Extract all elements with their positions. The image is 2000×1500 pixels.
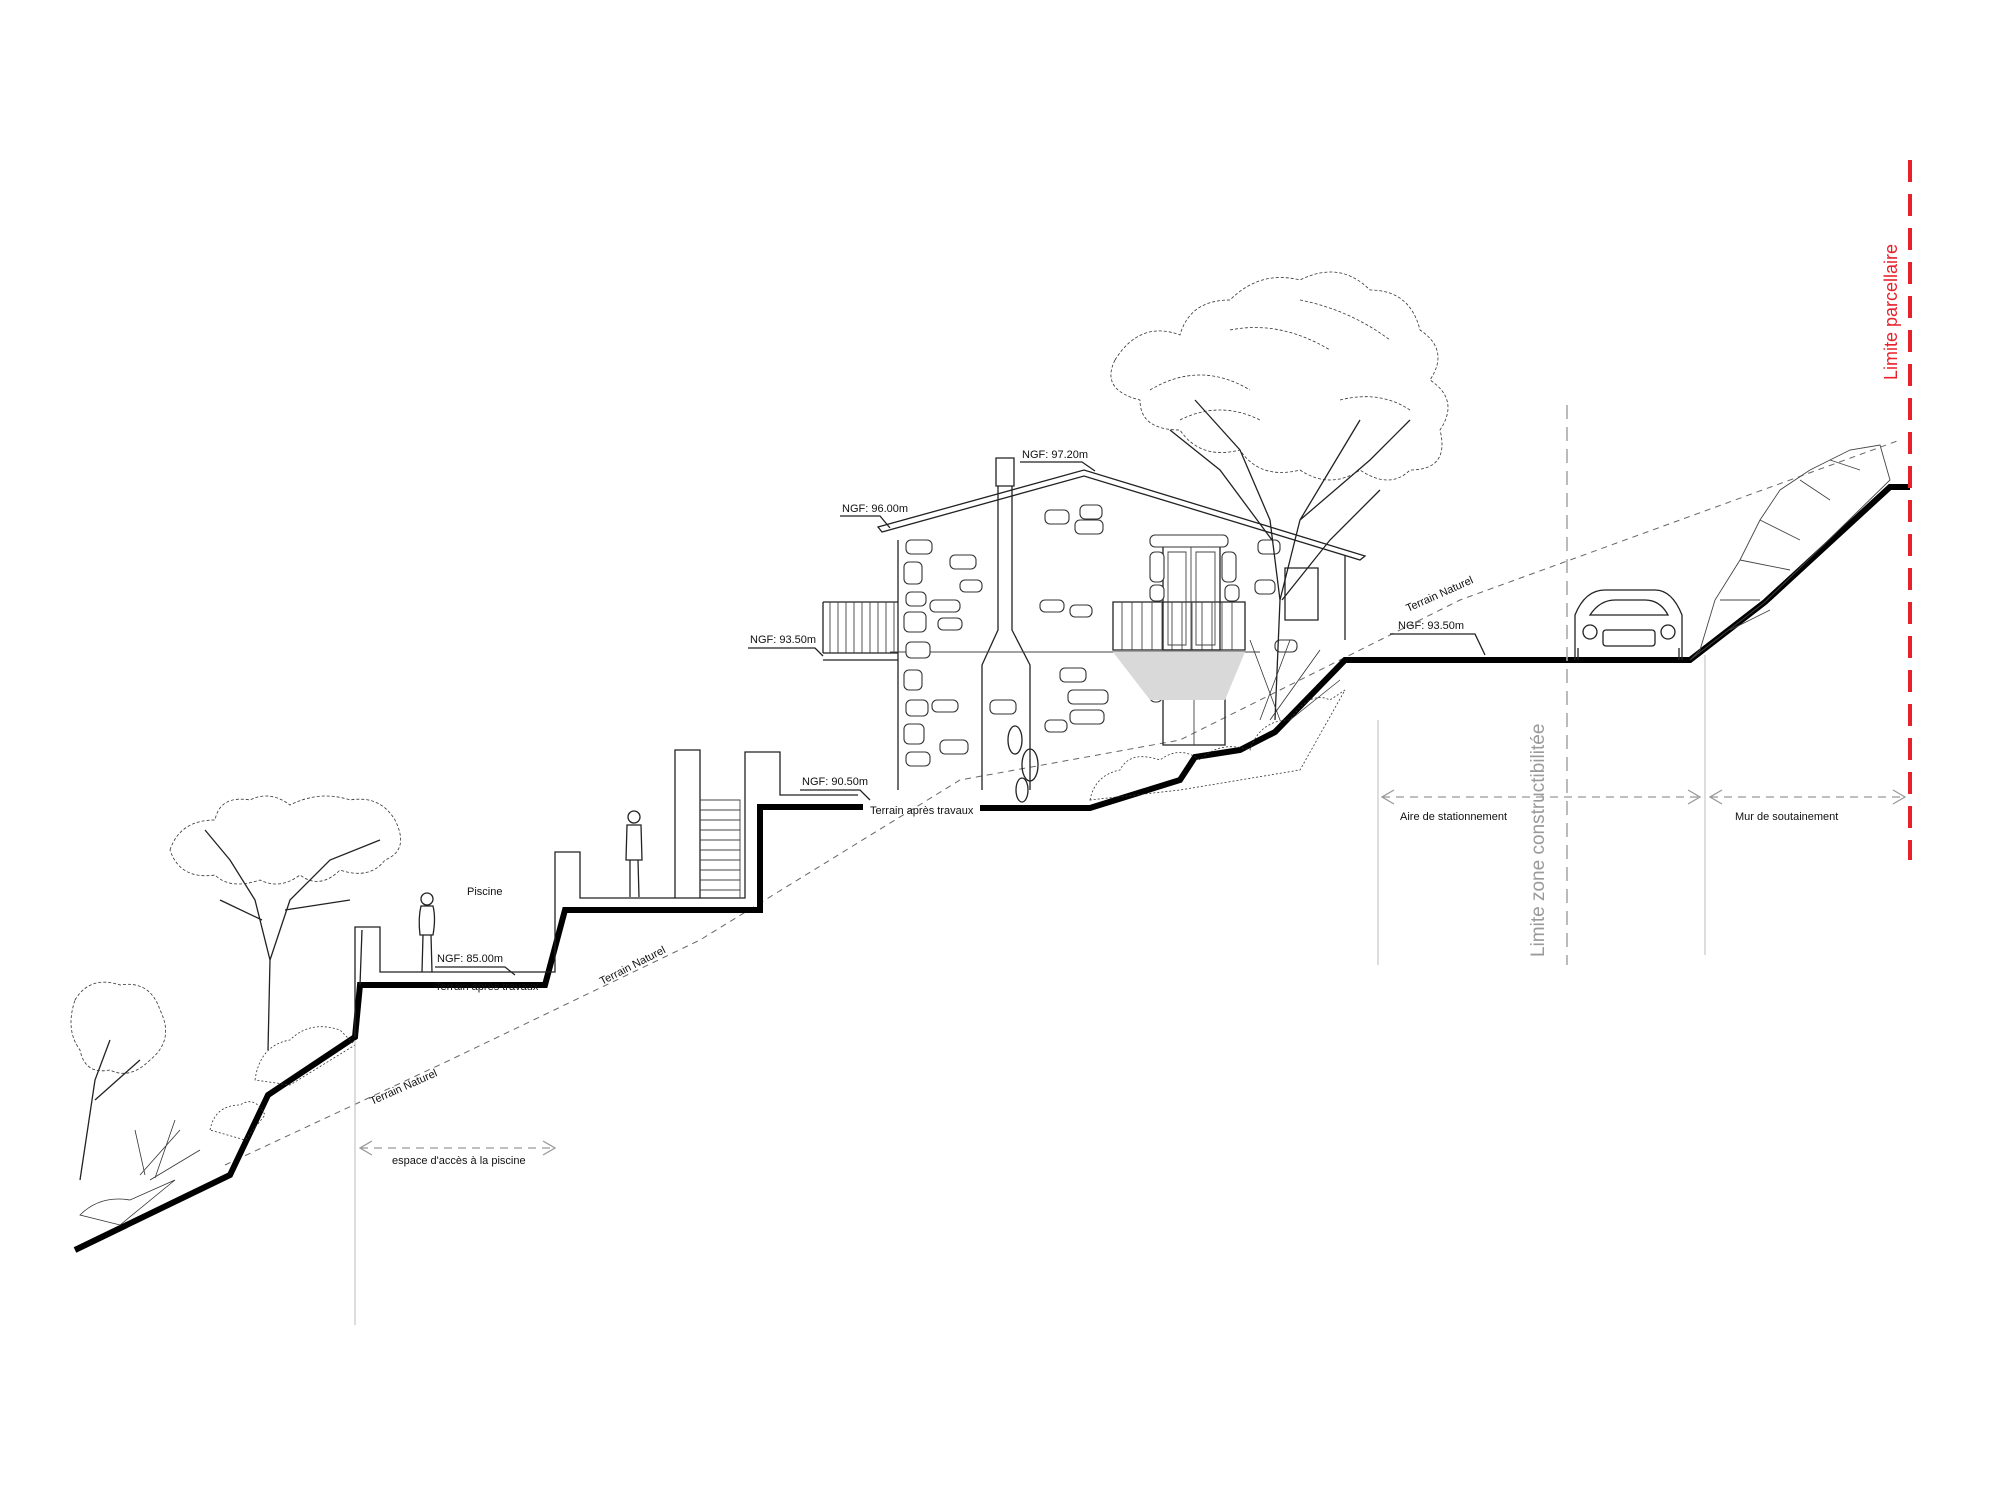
dim-espace-acces	[358, 1140, 557, 1156]
elev-marker-floor-parking: NGF: 93.50m	[1390, 620, 1486, 656]
shrubs-house	[1089, 639, 1346, 801]
label-terrain-apres-travaux-pool: Terrain après travaux	[435, 981, 539, 993]
tree-large	[1110, 271, 1449, 721]
cactus	[1007, 725, 1039, 803]
tree-left-medium	[169, 795, 402, 1051]
car	[1574, 589, 1683, 660]
elev-ridge-label: NGF: 97.20m	[1022, 449, 1088, 461]
elev-floor-house-label: NGF: 93.50m	[750, 634, 816, 646]
label-limite-parcellaire: Limite parcellaire	[1881, 244, 1901, 380]
elev-marker-floor-house: NGF: 93.50m	[748, 634, 824, 657]
elev-pool-label: NGF: 85.00m	[437, 953, 503, 965]
label-limite-zone-constructibilite: Limite zone constructibilitée	[1528, 724, 1549, 957]
shrubs-left	[79, 1026, 356, 1226]
stone-pattern	[903, 504, 1298, 767]
label-terrain-apres-travaux-house: Terrain après travaux	[870, 805, 974, 817]
label-terrain-naturel-2: Terrain Naturel	[598, 944, 668, 987]
stone-house	[822, 457, 1367, 790]
person-man	[625, 810, 643, 898]
balcony-shadow	[1113, 652, 1245, 700]
elev-eave-label: NGF: 96.00m	[842, 503, 908, 515]
right-balcony	[1112, 601, 1246, 651]
label-terrain-naturel-1: Terrain Naturel	[368, 1067, 439, 1107]
elev-marker-terrace: NGF: 90.50m	[800, 776, 871, 801]
dim-aire-stationnement	[1380, 789, 1702, 805]
person-woman	[418, 892, 436, 973]
stairs	[674, 749, 741, 898]
pool-structure	[354, 749, 858, 1037]
elev-marker-eave: NGF: 96.00m	[840, 503, 908, 529]
label-mur-soutainement: Mur de soutainement	[1735, 811, 1838, 823]
elev-marker-ridge: NGF: 97.20m	[1020, 449, 1096, 472]
natural-terrain-line	[224, 439, 1901, 1166]
elev-floor-parking-label: NGF: 93.50m	[1398, 620, 1464, 632]
finished-ground-line	[73, 484, 1910, 1253]
label-piscine: Piscine	[467, 886, 502, 898]
dim-mur-soutainement	[1708, 789, 1907, 805]
elev-marker-pool: NGF: 85.00m	[435, 953, 516, 976]
label-aire-stationnement: Aire de stationnement	[1400, 811, 1507, 823]
label-espace-acces-piscine: espace d'accès à la piscine	[392, 1155, 526, 1167]
left-balcony	[822, 601, 898, 661]
retaining-wall-rocks	[1689, 444, 1891, 661]
elev-terrace-label: NGF: 90.50m	[802, 776, 868, 788]
tree-left-small	[70, 981, 167, 1181]
label-terrain-naturel-3: Terrain Naturel	[1404, 574, 1475, 614]
